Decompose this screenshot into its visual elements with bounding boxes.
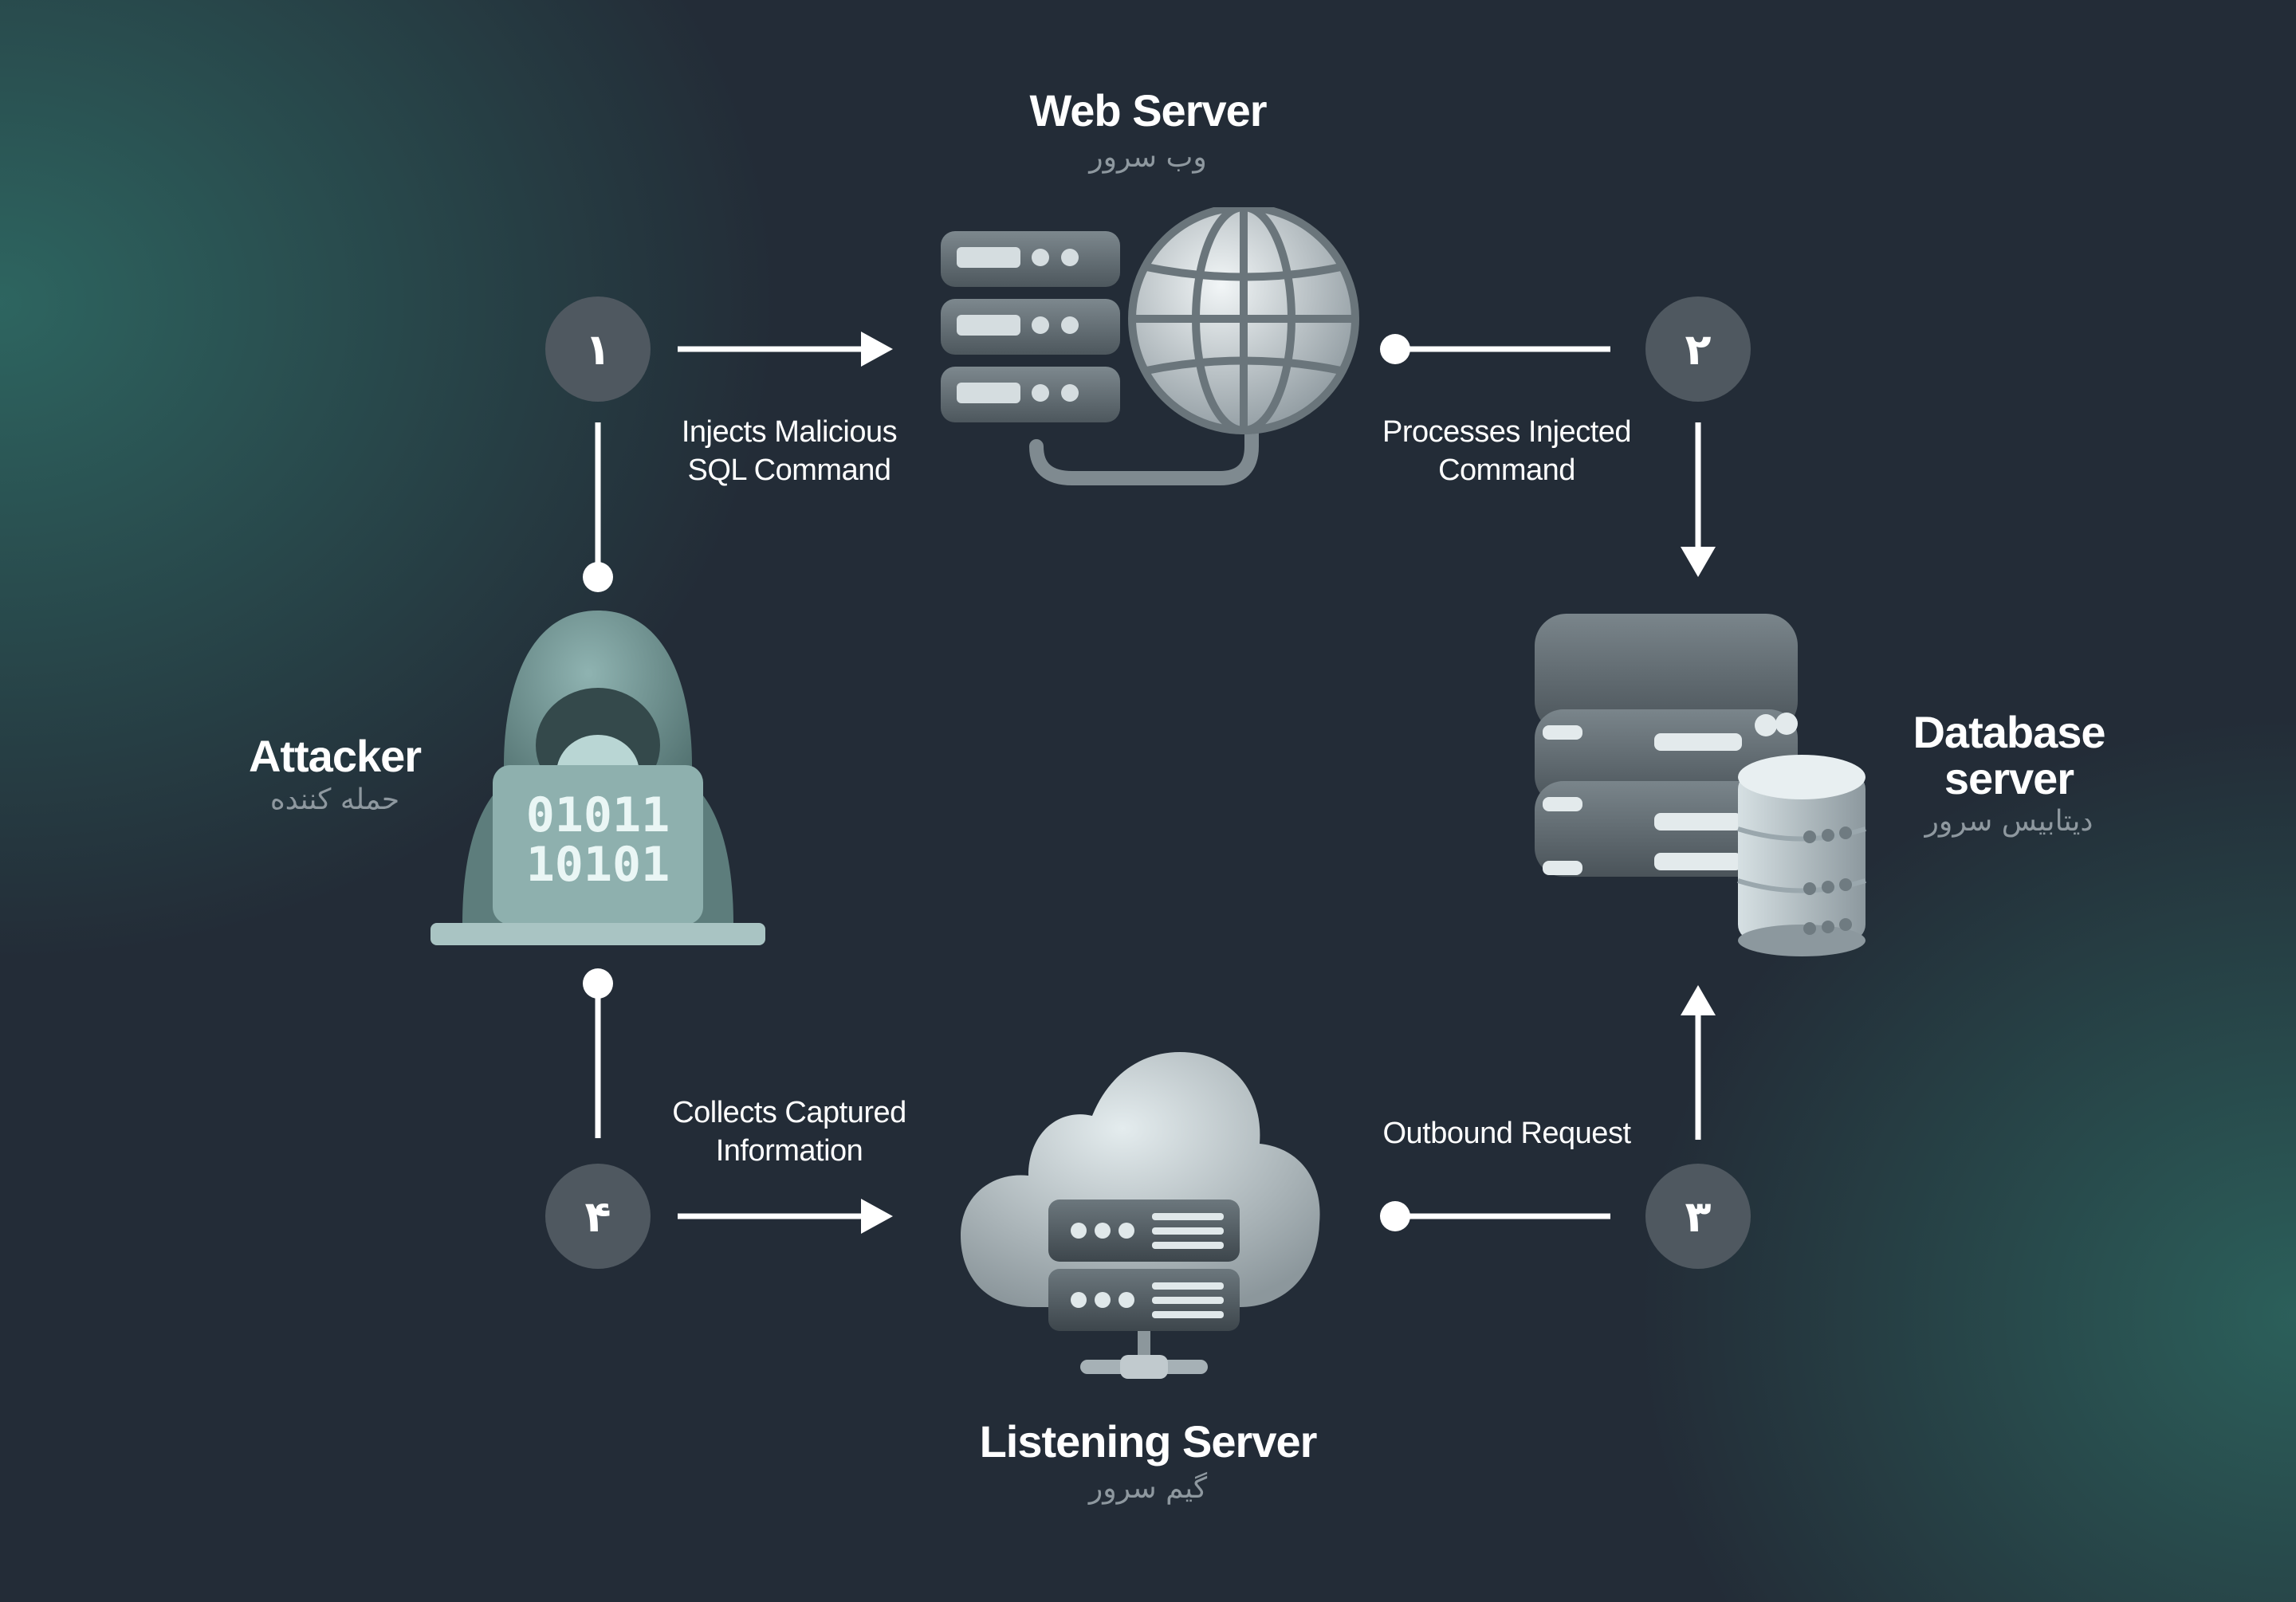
line-attacker-to-badge4 bbox=[583, 968, 613, 1138]
arrow-badge4-to-listening bbox=[678, 1199, 893, 1234]
arrow-badge3-to-database bbox=[1681, 985, 1716, 1140]
web-server-icon bbox=[941, 207, 1359, 485]
edge-label-4: Collects Captured Information bbox=[630, 1094, 949, 1170]
listening-server-icon bbox=[961, 1052, 1320, 1379]
edge-label-1: Injects Malicious SQL Command bbox=[630, 413, 949, 489]
arrow-attacker-to-webserver bbox=[678, 332, 893, 367]
edge-label-line: Information bbox=[715, 1134, 863, 1168]
step-badge-4: ۴ bbox=[545, 1164, 651, 1269]
node-subtitle: حمله کننده bbox=[269, 783, 400, 816]
web-server-node-label: Web Server وب سرور bbox=[909, 84, 1387, 174]
edge-label-3: Outbound Request bbox=[1347, 1114, 1666, 1152]
node-title: Listening Server bbox=[979, 1416, 1318, 1467]
node-subtitle: دیتابیس سرور bbox=[1924, 805, 2094, 838]
edge-label-line: Processes Injected bbox=[1382, 415, 1632, 449]
step-badge-2: ۲ bbox=[1645, 296, 1751, 402]
edge-label-2: Processes Injected Command bbox=[1347, 413, 1666, 489]
step-number: ۲ bbox=[1685, 324, 1712, 375]
step-number: ۱ bbox=[584, 324, 611, 375]
database-server-icon bbox=[1535, 614, 1866, 956]
attacker-icon: 01011 10101 bbox=[431, 606, 765, 956]
node-title-line: server bbox=[1944, 753, 2074, 803]
binary-line: 01011 bbox=[525, 787, 670, 843]
edge-label-line: Injects Malicious bbox=[681, 415, 898, 449]
node-subtitle: گیم سرور bbox=[1088, 1472, 1208, 1505]
edge-label-line: Collects Captured bbox=[672, 1096, 906, 1129]
line-listening-to-badge3 bbox=[1380, 1201, 1610, 1231]
edge-label-line: SQL Command bbox=[687, 454, 891, 487]
step-number: ۴ bbox=[584, 1191, 611, 1242]
attacker-node-label: Attacker حمله کننده bbox=[215, 730, 454, 816]
node-title: Web Server bbox=[1029, 85, 1267, 135]
laptop-binary-text: 01011 10101 bbox=[493, 791, 703, 889]
step-number: ۳ bbox=[1685, 1191, 1712, 1242]
edge-label-line: Outbound Request bbox=[1382, 1117, 1631, 1150]
step-badge-1: ۱ bbox=[545, 296, 651, 402]
arrow-badge2-to-database bbox=[1681, 422, 1716, 577]
node-subtitle: وب سرور bbox=[1089, 141, 1207, 174]
binary-line: 10101 bbox=[525, 837, 670, 893]
database-server-node-label: Database server دیتابیس سرور bbox=[1881, 709, 2137, 838]
node-title-line: Database bbox=[1913, 707, 2105, 757]
line-webserver-to-badge2 bbox=[1380, 334, 1610, 364]
edge-label-line: Command bbox=[1438, 454, 1575, 487]
listening-server-node-label: Listening Server گیم سرور bbox=[909, 1415, 1387, 1505]
line-badge1-to-attacker bbox=[583, 422, 613, 592]
node-title: Attacker bbox=[248, 731, 422, 781]
step-badge-3: ۳ bbox=[1645, 1164, 1751, 1269]
